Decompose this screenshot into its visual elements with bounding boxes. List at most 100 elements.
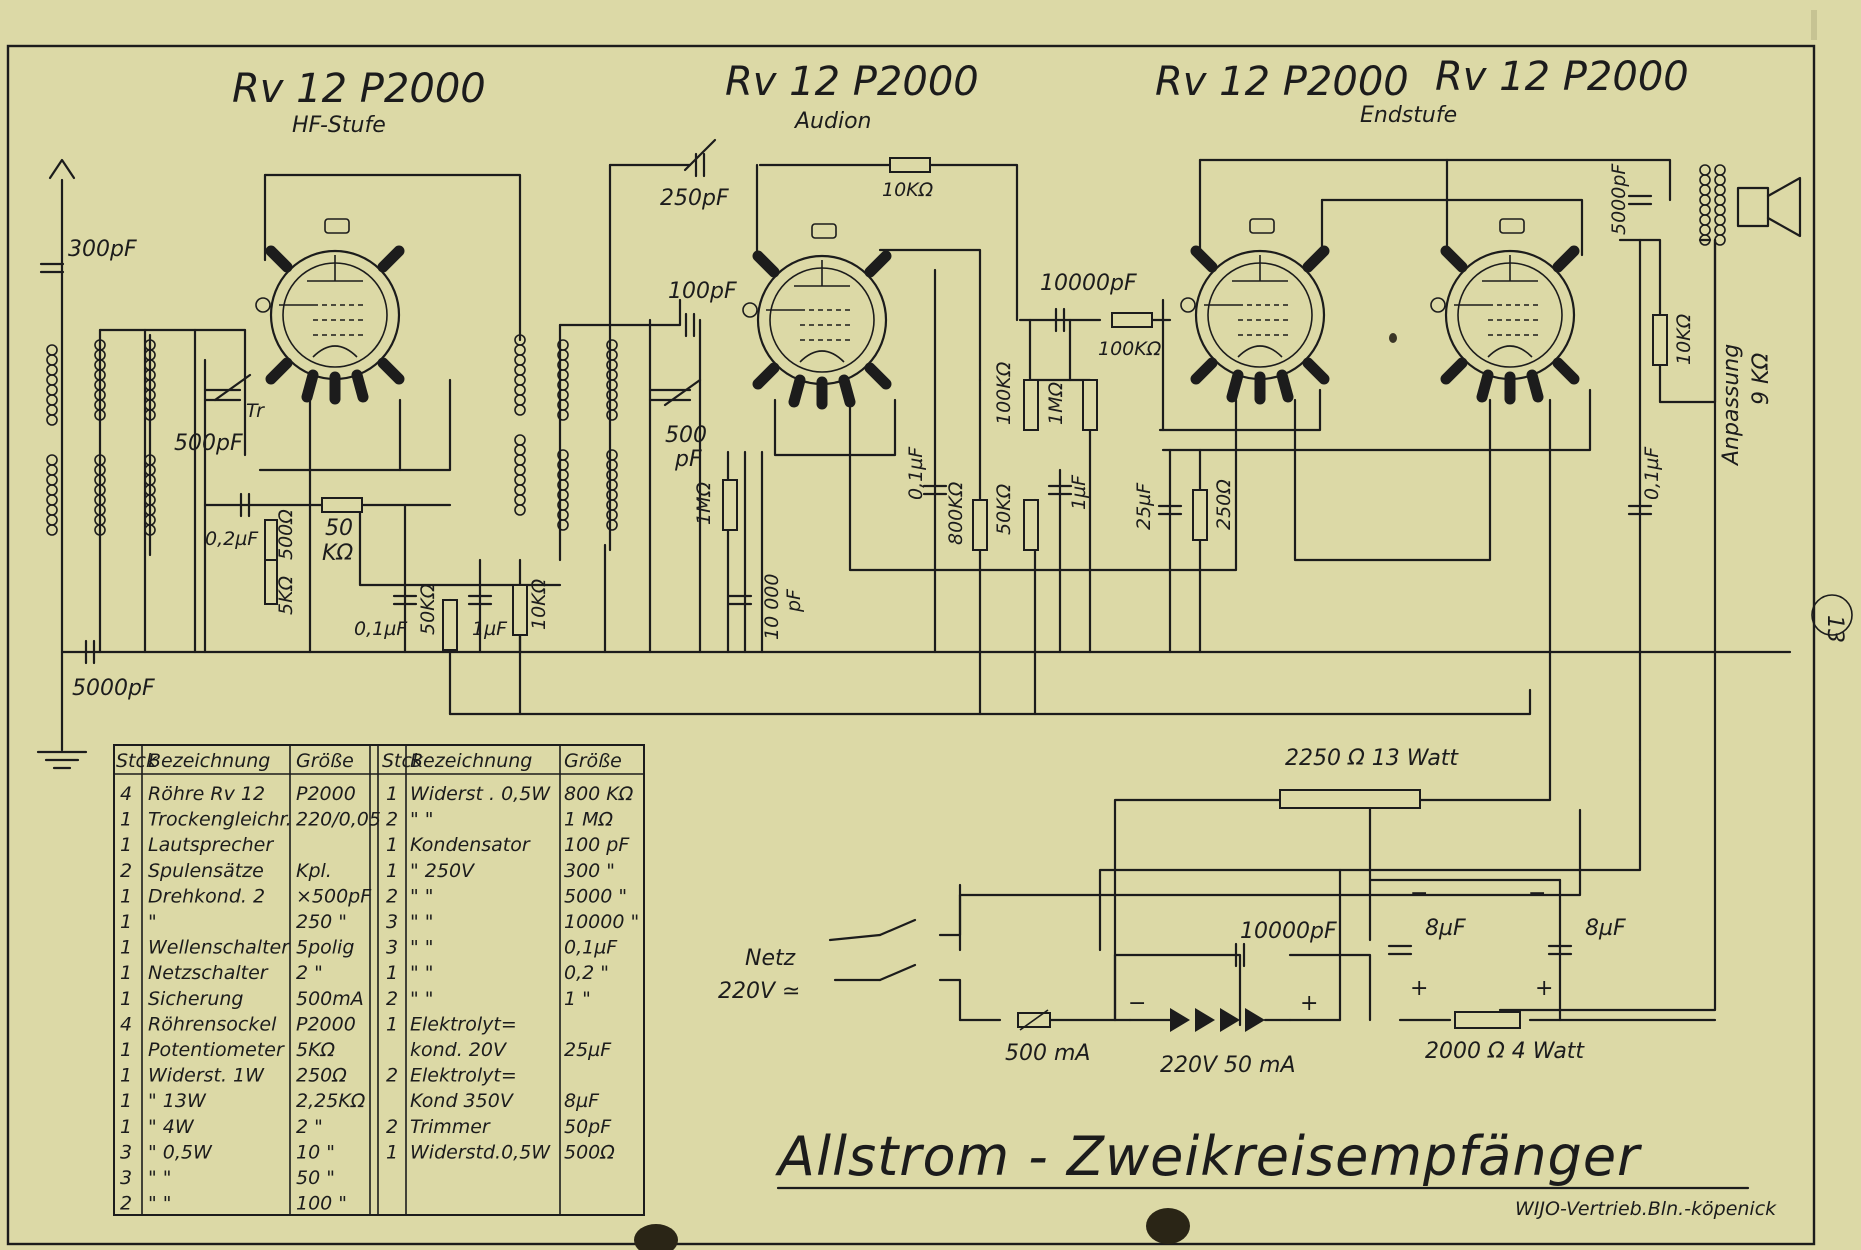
table-cell: " 0,5W [148, 1141, 213, 1163]
label-minus-b: − [1410, 881, 1428, 906]
label-c-tuning1: 500pF [174, 431, 243, 456]
table-cell: Lautsprecher [148, 834, 274, 856]
table-cell: 0,1µF [564, 937, 618, 959]
tube-stage-hf: HF-Stufe [292, 113, 386, 138]
table-cell: P2000 [296, 783, 356, 805]
table-cell: 1 [386, 860, 398, 882]
table-cell: " " [148, 1167, 172, 1189]
table-cell: 100 pF [564, 834, 630, 856]
table-cell: " " [410, 885, 434, 907]
table-cell: 1 [120, 1039, 132, 1061]
table-cell: 2 [386, 885, 398, 907]
label-r-50k-a: 50 [325, 516, 353, 541]
table-header-cell: Stck [382, 750, 424, 772]
table-cell: 2 [386, 809, 398, 831]
table-cell: Sicherung [148, 988, 243, 1010]
table-cell: 5polig [296, 937, 354, 959]
label-trimmer: Tr [246, 400, 265, 422]
table-cell: Röhre Rv 12 [148, 783, 265, 805]
label-c-8uf-a: 8µF [1425, 916, 1466, 941]
binder-hole [1146, 1208, 1190, 1244]
label-c-01-b: 0,1µF [905, 446, 927, 500]
table-cell: 2 [386, 1116, 398, 1138]
label-r-50k-d: 50KΩ [993, 483, 1015, 535]
label-r-800k: 800KΩ [945, 481, 967, 545]
label-r-500: 500Ω [275, 509, 297, 560]
tube-hf [256, 219, 399, 399]
table-cell: 1 [386, 834, 398, 856]
table-cell: 500Ω [564, 1141, 615, 1163]
label-c-8uf-b: 8µF [1585, 916, 1626, 941]
page-number-circle [1811, 594, 1853, 636]
label-r-100k: 100KΩ [993, 361, 1015, 425]
variable-capacitors [203, 138, 717, 407]
table-cell: 1 [120, 988, 132, 1010]
label-match-a: Anpassung [1719, 344, 1744, 467]
tube-type-end-2: Rv 12 P2000 [1435, 54, 1689, 100]
tube-audion [743, 224, 886, 404]
table-cell: 1 [120, 962, 132, 984]
table-cell: 1 [386, 1013, 398, 1035]
label-c-grid1: 0,2µF [205, 528, 259, 550]
table-cell: 8µF [564, 1090, 600, 1112]
table-cell: 25µF [564, 1039, 612, 1061]
table-header-cell: Größe [296, 750, 354, 772]
label-c-10000-a: 10 000 [761, 574, 783, 640]
table-cell: 2 [386, 1065, 398, 1087]
table-cell: Trimmer [410, 1116, 491, 1138]
table-cell: kond. 20V [410, 1039, 508, 1061]
table-cell: Röhrensockel [148, 1013, 277, 1035]
table-cell: 3 [120, 1167, 132, 1189]
schematic-title: Allstrom - Zweikreisempfänger [775, 1125, 1642, 1188]
table-header-cell: Stck [116, 750, 158, 772]
table-cell: " " [410, 937, 434, 959]
label-r-2250: 2250 Ω 13 Watt [1285, 746, 1459, 771]
table-cell: 1 [120, 885, 132, 907]
table-cell: 5KΩ [296, 1039, 336, 1061]
table-cell: Spulensätze [148, 860, 264, 882]
label-mains-a: Netz [745, 946, 796, 971]
table-cell: 800 KΩ [564, 783, 634, 805]
label-c-tuning2-a: 500 [665, 423, 707, 448]
label-r-10k-top: 10KΩ [882, 179, 934, 201]
table-cell: Netzschalter [148, 962, 269, 984]
table-cell: 500mA [296, 988, 364, 1010]
label-c-feedback: 250pF [660, 186, 729, 211]
label-c-grid2: 100pF [668, 279, 737, 304]
table-cell: 3 [120, 1141, 132, 1163]
label-mains-b: 220V ≃ [718, 979, 800, 1004]
binder-hole [634, 1224, 678, 1250]
page-number: 13 [1822, 615, 1847, 643]
tube-stage-audion: Audion [793, 109, 871, 134]
table-header-cell: Größe [564, 750, 622, 772]
label-r-1m-b: 1MΩ [1045, 382, 1067, 425]
table-cell: Widerst. 1W [148, 1065, 265, 1087]
label-plus-a: + [1300, 991, 1318, 1016]
table-cell: P2000 [296, 1013, 356, 1035]
table-cell: " 4W [148, 1116, 195, 1138]
coils [46, 164, 1726, 536]
table-cell: 10 " [296, 1141, 335, 1163]
label-r-250: 250Ω [1213, 479, 1235, 530]
table-cell: 1 [386, 1141, 398, 1163]
label-c-10000-ps: 10000pF [1240, 919, 1337, 944]
table-cell: " " [410, 911, 434, 933]
table-cell: 220/0,05 [296, 809, 381, 831]
table-cell: " [148, 911, 157, 933]
label-r-2000: 2000 Ω 4 Watt [1425, 1039, 1585, 1064]
publisher-credit: WIJO-Vertrieb.Bln.-köpenick [1515, 1198, 1777, 1220]
table-cell: Drehkond. 2 [148, 885, 265, 907]
table-cell: Kondensator [410, 834, 531, 856]
table-cell: Elektrolyt= [410, 1065, 517, 1087]
label-r-50k-c: 50KΩ [417, 583, 439, 635]
table-cell: 2 [120, 860, 132, 882]
table-cell: 4 [120, 783, 132, 805]
table-cell: Widerstd.0,5W [410, 1141, 551, 1163]
table-cell: 250 " [296, 911, 347, 933]
table-cell: 4 [120, 1013, 132, 1035]
table-cell: 3 [386, 937, 398, 959]
table-cell: Trockengleichr. [148, 809, 292, 831]
label-c-antenna: 300pF [68, 237, 137, 262]
